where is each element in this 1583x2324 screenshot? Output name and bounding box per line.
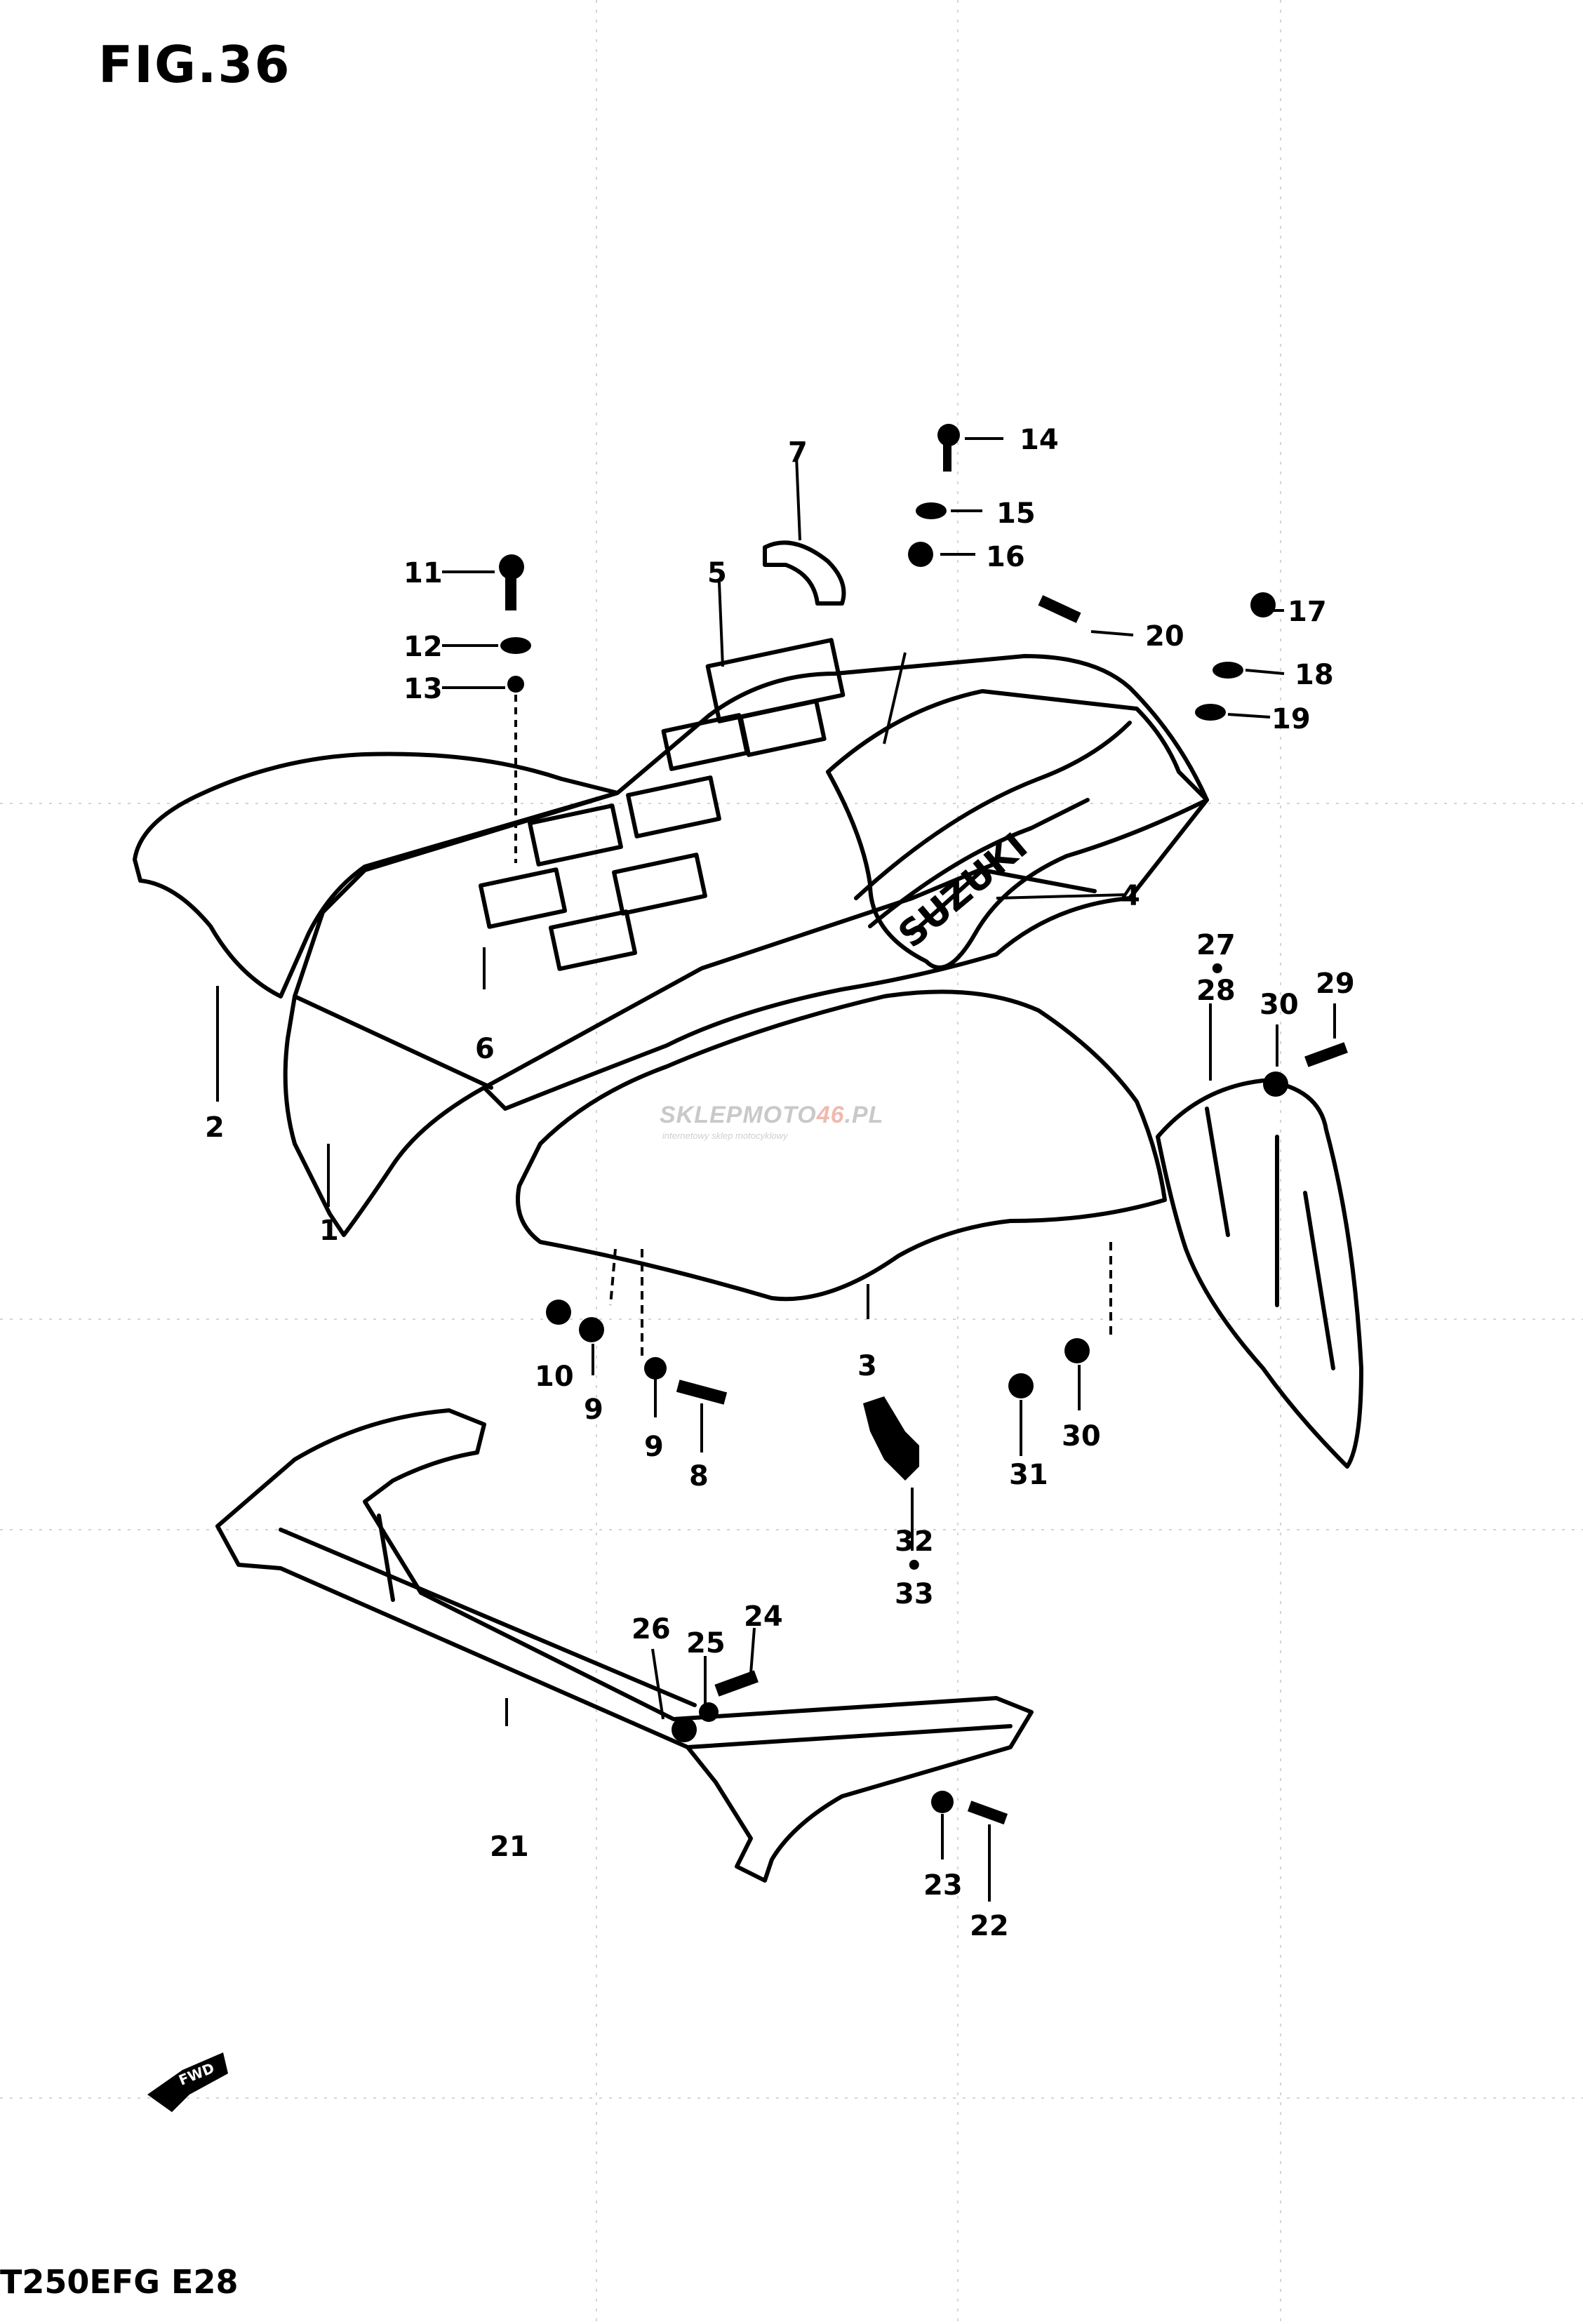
callout-separator-dot: • bbox=[905, 1550, 923, 1582]
vent-slot bbox=[478, 867, 568, 929]
watermark-accent: 46 bbox=[816, 1102, 845, 1128]
callout-9a: 9 bbox=[584, 1394, 603, 1426]
bolt bbox=[967, 1801, 1008, 1825]
leader-lines bbox=[216, 437, 1336, 1902]
nut bbox=[507, 676, 524, 693]
watermark-tld: .PL bbox=[844, 1102, 884, 1128]
callout-30a: 30 bbox=[1260, 989, 1299, 1021]
callout-separator-dot: • bbox=[1208, 954, 1227, 986]
nut bbox=[672, 1717, 697, 1742]
callout-5: 5 bbox=[707, 557, 727, 589]
callout-7: 7 bbox=[788, 436, 808, 469]
callout-17: 17 bbox=[1288, 596, 1327, 628]
washer bbox=[1213, 662, 1243, 679]
bolt-shaft bbox=[943, 442, 951, 472]
watermark-tagline: internetowy sklep motocyklowy bbox=[662, 1130, 788, 1141]
callout-16: 16 bbox=[986, 541, 1025, 573]
callouts: 1 2 3 4 5 6 7 8 9 9 10 11 12 13 14 15 16… bbox=[205, 424, 1355, 1942]
callout-29: 29 bbox=[1316, 968, 1355, 1000]
vent-slot bbox=[612, 853, 707, 916]
fender-crease-line bbox=[293, 994, 493, 1090]
bolt bbox=[676, 1380, 728, 1405]
side-panel-part bbox=[516, 989, 1167, 1302]
callout-28: 28 bbox=[1196, 975, 1236, 1007]
callout-21: 21 bbox=[490, 1831, 529, 1863]
vent-slot bbox=[548, 909, 638, 971]
nut bbox=[1008, 1373, 1034, 1398]
fender-crease-line bbox=[482, 861, 998, 1090]
hardware-group bbox=[499, 424, 1348, 1825]
callout-4: 4 bbox=[1121, 880, 1140, 912]
callout-11: 11 bbox=[403, 557, 443, 589]
front-panel-stripe bbox=[854, 721, 1132, 900]
rear-fender-body bbox=[283, 654, 1209, 1237]
mudflap-part bbox=[1156, 1078, 1363, 1469]
clip-part bbox=[863, 1396, 919, 1481]
screw bbox=[1038, 595, 1081, 623]
callout-26: 26 bbox=[632, 1613, 671, 1645]
callout-25: 25 bbox=[686, 1627, 726, 1659]
washer bbox=[1195, 704, 1226, 721]
callout-20: 20 bbox=[1145, 620, 1184, 653]
front-panel-stripe bbox=[910, 868, 1097, 935]
callout-33: 33 bbox=[895, 1578, 934, 1610]
watermark-logo: SKLEPMOTO46.PL bbox=[660, 1102, 883, 1129]
bolt bbox=[1304, 1042, 1348, 1067]
callout-32: 32 bbox=[895, 1525, 934, 1558]
bolt-head bbox=[1250, 592, 1276, 617]
callout-12: 12 bbox=[403, 631, 443, 663]
emblem-decal-part bbox=[705, 638, 846, 723]
bolt-head bbox=[499, 554, 524, 580]
mudflap-inner-line bbox=[1303, 1191, 1335, 1370]
callout-1: 1 bbox=[319, 1215, 339, 1247]
nut bbox=[644, 1357, 667, 1380]
callout-24: 24 bbox=[744, 1601, 783, 1633]
fwd-arrow-icon: FWD bbox=[147, 2052, 228, 2112]
mudflap-inner-line bbox=[1205, 1107, 1230, 1237]
bolt-head bbox=[937, 424, 960, 446]
front-panel-part bbox=[826, 689, 1209, 970]
callout-22: 22 bbox=[970, 1910, 1009, 1942]
callout-31: 31 bbox=[1009, 1459, 1048, 1491]
callout-30b: 30 bbox=[1062, 1420, 1101, 1452]
watermark-brand: SKLEPMOTO bbox=[660, 1102, 817, 1128]
washer bbox=[916, 502, 947, 519]
vent-slot bbox=[626, 775, 721, 839]
nut bbox=[546, 1300, 571, 1325]
washer bbox=[699, 1702, 719, 1722]
nut bbox=[1263, 1071, 1288, 1097]
front-panel-stripe bbox=[868, 798, 1090, 928]
carrier-rack-strut bbox=[686, 1724, 1013, 1749]
callout-23: 23 bbox=[923, 1869, 963, 1902]
callout-14: 14 bbox=[1020, 424, 1059, 456]
seat-part bbox=[133, 752, 620, 999]
callout-3: 3 bbox=[857, 1350, 877, 1382]
figure-title: FIG.36 bbox=[98, 35, 291, 94]
callout-8: 8 bbox=[689, 1460, 709, 1492]
callout-15: 15 bbox=[996, 497, 1036, 530]
nut bbox=[579, 1317, 604, 1342]
callout-6: 6 bbox=[475, 1033, 495, 1065]
washer bbox=[500, 637, 531, 654]
callout-10: 10 bbox=[535, 1361, 574, 1393]
grab-handle-part bbox=[763, 540, 846, 606]
callout-19: 19 bbox=[1271, 703, 1311, 735]
bolt-shaft bbox=[505, 575, 516, 610]
model-code-label: T250EFG E28 bbox=[0, 2263, 239, 2301]
carrier-rack-crossbar bbox=[279, 1528, 697, 1707]
callout-18: 18 bbox=[1295, 659, 1334, 691]
nut bbox=[931, 1791, 954, 1813]
callout-13: 13 bbox=[403, 673, 443, 705]
vent-slot bbox=[528, 803, 623, 867]
callout-27: 27 bbox=[1196, 929, 1236, 961]
callout-2: 2 bbox=[205, 1111, 225, 1144]
nut bbox=[1064, 1338, 1090, 1363]
bolt bbox=[714, 1670, 759, 1697]
carrier-rack-part bbox=[215, 1408, 1034, 1883]
carrier-rack-strut bbox=[377, 1514, 395, 1602]
grommet bbox=[908, 542, 933, 567]
callout-9b: 9 bbox=[644, 1431, 664, 1463]
